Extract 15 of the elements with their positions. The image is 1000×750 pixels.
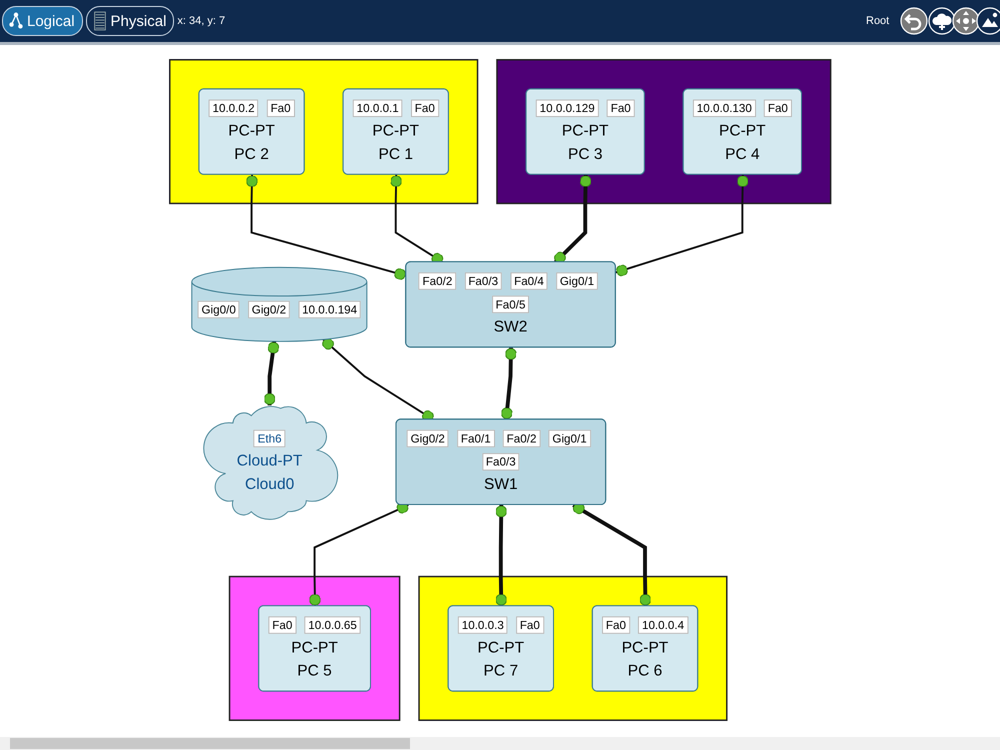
coordinates-text: x: 34, y: 7 [177,15,226,27]
cluster [228,576,400,721]
physical-tab: Physical [86,6,174,36]
cluster [496,59,832,204]
root-label: Root [866,15,890,27]
connector [495,505,507,606]
cluster [418,576,728,721]
connector [554,174,592,264]
connector [264,341,280,406]
logical-tab: Logical [2,6,83,36]
cluster [168,59,478,204]
connector [246,174,406,280]
connector [308,502,409,606]
connector [500,348,517,420]
connector [615,174,748,276]
